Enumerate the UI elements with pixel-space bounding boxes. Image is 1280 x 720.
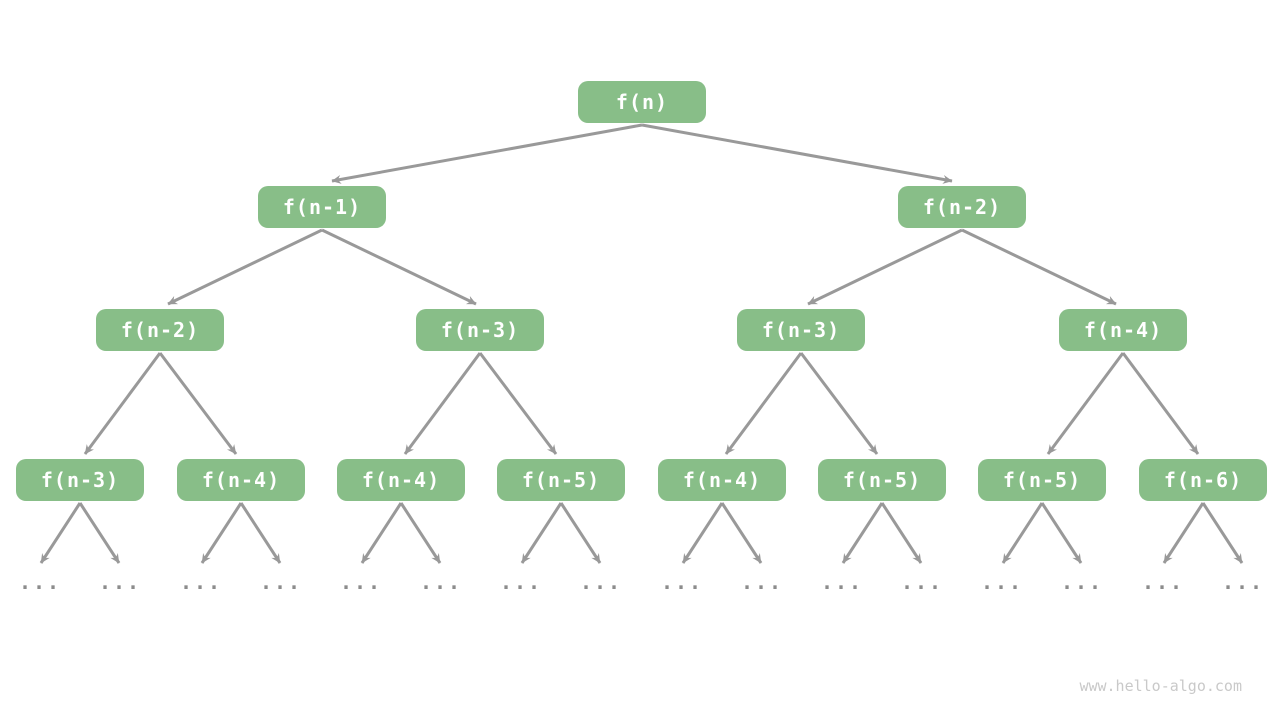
- edge: [403, 352, 482, 455]
- ellipsis-leaf: ...: [340, 570, 382, 594]
- node-box: [978, 459, 1106, 501]
- edge: [167, 228, 323, 306]
- node-label: f(n-5): [843, 468, 921, 492]
- edge: [1121, 352, 1200, 455]
- edge: [841, 502, 884, 564]
- node-label: f(n-3): [441, 318, 519, 342]
- edge: [83, 352, 162, 455]
- tree-node-l4f: f(n-5): [818, 459, 946, 501]
- tree-node-l2a: f(n-1): [258, 186, 386, 228]
- edges-level4-to-ellipses: [39, 502, 1244, 564]
- node-label: f(n-1): [283, 195, 361, 219]
- edge: [520, 502, 563, 564]
- ellipsis-leaf: ...: [260, 570, 302, 594]
- tree-node-l4g: f(n-5): [978, 459, 1106, 501]
- edge: [478, 352, 558, 455]
- edge: [239, 502, 282, 564]
- edge: [720, 502, 763, 564]
- tree-node-l3b: f(n-3): [416, 309, 544, 351]
- ellipsis-leaf: ...: [901, 570, 943, 594]
- tree-node-l2b: f(n-2): [898, 186, 1026, 228]
- edge: [807, 228, 963, 306]
- edge: [961, 228, 1117, 306]
- tree-node-root: f(n): [578, 81, 706, 123]
- ellipsis-leaf: ...: [1061, 570, 1103, 594]
- tree-node-l4e: f(n-4): [658, 459, 786, 501]
- edge: [724, 352, 803, 455]
- watermark-text: www.hello-algo.com: [1079, 677, 1242, 695]
- tree-node-l3a: f(n-2): [96, 309, 224, 351]
- node-label: f(n-2): [121, 318, 199, 342]
- node-box: [818, 459, 946, 501]
- edge: [559, 502, 602, 564]
- edge: [1046, 352, 1125, 455]
- edge: [399, 502, 442, 564]
- node-label: f(n-4): [362, 468, 440, 492]
- node-box: [16, 459, 144, 501]
- node-box: [1139, 459, 1267, 501]
- tree-node-l4a: f(n-3): [16, 459, 144, 501]
- ellipsis-leaf: ...: [1142, 570, 1184, 594]
- edge: [200, 502, 243, 564]
- node-label: f(n-5): [522, 468, 600, 492]
- node-box: [177, 459, 305, 501]
- node-box: [737, 309, 865, 351]
- tree-node-l3d: f(n-4): [1059, 309, 1187, 351]
- edge: [39, 502, 82, 564]
- ellipsis-row: ... ... ... ... ... ... ... ... ... ... …: [19, 570, 1264, 594]
- edge: [360, 502, 403, 564]
- edge: [1162, 502, 1205, 564]
- ellipsis-leaf: ...: [19, 570, 61, 594]
- ellipsis-leaf: ...: [1222, 570, 1264, 594]
- node-box: [416, 309, 544, 351]
- ellipsis-leaf: ...: [741, 570, 783, 594]
- ellipsis-leaf: ...: [500, 570, 542, 594]
- tree-node-l3c: f(n-3): [737, 309, 865, 351]
- edge: [331, 123, 643, 184]
- edge: [158, 352, 238, 455]
- ellipsis-leaf: ...: [580, 570, 622, 594]
- edges-level3-to-level4: [83, 352, 1200, 455]
- edge: [880, 502, 923, 564]
- ellipsis-leaf: ...: [420, 570, 462, 594]
- tree-node-l4h: f(n-6): [1139, 459, 1267, 501]
- node-box: [1059, 309, 1187, 351]
- edge: [1001, 502, 1044, 564]
- node-label: f(n-4): [202, 468, 280, 492]
- edge: [799, 352, 879, 455]
- node-box: [337, 459, 465, 501]
- ellipsis-leaf: ...: [981, 570, 1023, 594]
- node-label: f(n-2): [923, 195, 1001, 219]
- edge: [641, 123, 953, 184]
- edges-level2-to-level3: [167, 228, 1117, 306]
- tree-node-l4d: f(n-5): [497, 459, 625, 501]
- tree-node-l4b: f(n-4): [177, 459, 305, 501]
- node-box: [658, 459, 786, 501]
- edge: [1040, 502, 1083, 564]
- ellipsis-leaf: ...: [661, 570, 703, 594]
- ellipsis-leaf: ...: [180, 570, 222, 594]
- node-label: f(n-4): [1084, 318, 1162, 342]
- node-label: f(n): [616, 90, 668, 114]
- node-label: f(n-6): [1164, 468, 1242, 492]
- node-box: [578, 81, 706, 123]
- edge: [681, 502, 724, 564]
- edge: [321, 228, 477, 306]
- node-label: f(n-3): [41, 468, 119, 492]
- ellipsis-leaf: ...: [821, 570, 863, 594]
- node-label: f(n-5): [1003, 468, 1081, 492]
- node-label: f(n-4): [683, 468, 761, 492]
- edge: [78, 502, 121, 564]
- node-label: f(n-3): [762, 318, 840, 342]
- edges-root-to-level2: [331, 123, 953, 184]
- node-box: [258, 186, 386, 228]
- tree-node-l4c: f(n-4): [337, 459, 465, 501]
- node-box: [898, 186, 1026, 228]
- node-box: [497, 459, 625, 501]
- edge: [1201, 502, 1244, 564]
- node-box: [96, 309, 224, 351]
- ellipsis-leaf: ...: [99, 570, 141, 594]
